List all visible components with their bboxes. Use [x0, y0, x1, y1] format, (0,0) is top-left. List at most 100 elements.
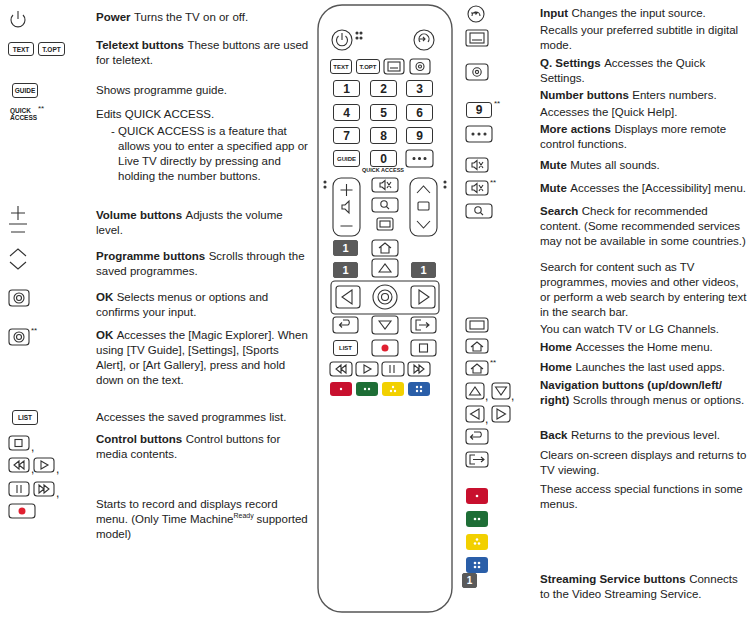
icon-stroke — [342, 201, 349, 213]
description: Control buttonsControl buttons for media… — [96, 432, 310, 462]
button-label: LIST — [18, 414, 32, 421]
icon-stroke — [19, 508, 26, 515]
icon-stroke — [466, 361, 488, 375]
icon-stroke — [392, 386, 394, 388]
icon-stroke — [356, 32, 358, 34]
icon-stroke — [417, 186, 430, 228]
footnote-mark: ** — [490, 178, 496, 187]
button-label: 5 — [380, 106, 387, 120]
description: HomeAccesses the Home menu. — [540, 340, 748, 355]
icon-stroke — [39, 485, 49, 493]
remote-button: LIST — [12, 410, 38, 425]
icon-stroke — [478, 133, 480, 135]
icon-stroke — [356, 37, 358, 39]
body-text: Accesses the saved programmes list. — [96, 411, 286, 423]
icon-stroke — [474, 518, 477, 521]
heading-text: OK — [96, 329, 113, 341]
icon-stroke — [360, 37, 362, 39]
button-label: TEXT — [13, 46, 30, 53]
description: These access special functions in some m… — [540, 482, 748, 512]
heading-text: Programme buttons — [96, 250, 205, 262]
footnote-mark: ** — [490, 358, 496, 367]
separator: , — [31, 440, 34, 454]
description: Accesses the [Quick Help]. — [540, 105, 748, 120]
description: OKSelects menus or options and confirms … — [96, 290, 310, 320]
icon-stroke — [34, 482, 54, 496]
button-label: T.OPT — [359, 64, 376, 70]
body-text: Accesses the [Quick Help]. — [540, 106, 677, 118]
icon-stroke — [410, 178, 437, 236]
icon-stroke — [336, 286, 360, 308]
streaming-button: 1 — [333, 240, 358, 256]
icon-stroke — [475, 207, 481, 213]
description: Starts to record and displays record men… — [96, 497, 310, 542]
icon-stroke — [444, 186, 446, 188]
description: - QUICK ACCESS is a feature that allows … — [108, 124, 320, 184]
heading-text: More actions — [540, 123, 611, 135]
description: Search for content such as TV programmes… — [540, 260, 748, 320]
heading-text: Back — [540, 429, 568, 441]
icon-stroke — [419, 34, 429, 42]
icon-stroke — [14, 332, 24, 342]
icon-stroke — [413, 158, 415, 160]
icon-stroke — [333, 317, 358, 333]
button-label: 1 — [420, 264, 426, 276]
icon-stroke — [372, 198, 398, 212]
heading-text: Teletext buttons — [96, 39, 184, 51]
icon-stroke — [471, 409, 480, 419]
icon-stroke — [466, 126, 492, 142]
remote-button: 9 — [466, 102, 492, 118]
icon-stroke — [474, 562, 477, 565]
icon-stroke — [466, 30, 488, 46]
icon-stroke — [377, 218, 393, 230]
icon-stroke — [341, 184, 353, 226]
icon-stroke — [466, 534, 488, 550]
heading-text: Streaming Service buttons — [540, 573, 686, 585]
description: Navigation buttons (up/down/left/ right)… — [540, 378, 748, 408]
icon-stroke — [330, 362, 352, 376]
icon-stroke — [408, 362, 430, 376]
icon-stroke — [372, 178, 398, 192]
button-label: 7 — [343, 129, 350, 143]
icon-stroke — [492, 383, 510, 399]
description: Shows programme guide. — [96, 83, 310, 98]
body-text: Edits QUICK ACCESS. — [96, 108, 214, 120]
icon-stroke — [414, 30, 434, 50]
icon-stroke — [360, 32, 362, 34]
icon-stroke — [11, 11, 25, 27]
icon-stroke — [330, 382, 352, 396]
icon-stroke — [340, 388, 342, 390]
icon-stroke — [484, 133, 486, 135]
separator: , — [56, 462, 59, 476]
icon-stroke — [466, 318, 488, 332]
body-text: Turns the TV on or off. — [134, 11, 248, 23]
separator: , — [31, 462, 34, 476]
button-label: 1 — [342, 264, 348, 276]
icon-stroke — [468, 6, 484, 22]
remote-button: 2 — [370, 80, 397, 97]
button-label: 9 — [476, 103, 483, 117]
button-caption: QUICK ACCESS — [362, 167, 404, 173]
icon-stroke — [420, 386, 422, 388]
heading-text: Home — [540, 341, 572, 353]
button-label: TEXT — [333, 64, 348, 70]
description: More actionsDisplays more remote control… — [540, 122, 748, 152]
icon-stroke — [332, 30, 352, 50]
icon-stroke — [356, 362, 378, 376]
icon-stroke — [379, 321, 391, 329]
description: You can watch TV or LG Channels. — [540, 322, 748, 337]
footnote-mark: ** — [38, 104, 44, 113]
icon-stroke — [420, 344, 428, 352]
description: PowerTurns the TV on or off. — [96, 10, 310, 25]
body-text: These access special functions in some m… — [540, 483, 743, 510]
icon-stroke — [9, 504, 35, 518]
remote-button: LIST — [333, 340, 358, 356]
remote-button: GUIDE — [12, 83, 38, 98]
description: Number buttonsEnters numbers. — [540, 88, 748, 103]
icon-stroke — [9, 206, 27, 232]
icon-stroke — [364, 388, 366, 390]
heading-text: Input — [540, 7, 568, 19]
separator: , — [511, 389, 514, 403]
icon-stroke — [411, 286, 435, 308]
